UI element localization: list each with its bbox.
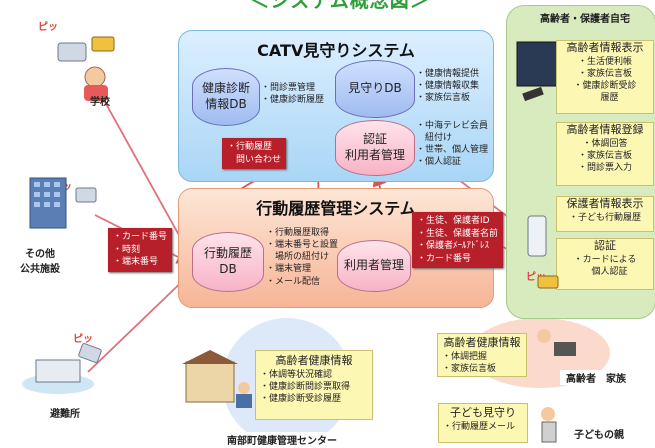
school-beep: ピッ <box>38 22 58 33</box>
ids-redbox: ・生徒、保護者ID ・生徒、保護者名前 ・保護者ﾒｰﾙｱﾄﾞﾚｽ ・カード番号 <box>412 212 504 269</box>
home-card-illustration <box>537 275 559 289</box>
home-card-icon <box>537 275 559 289</box>
laptop-icon <box>554 342 576 356</box>
action-db-notes: ・行動履歴取得 ・端末番号と設置 場所の紐付け ・端末管理 ・メール配信 <box>266 228 339 287</box>
card-icon <box>91 36 115 52</box>
center-building-icon <box>185 361 235 403</box>
family-label: 高齢者 家族 <box>560 370 632 385</box>
center-roof <box>182 350 238 364</box>
public-label: その他 公共施設 <box>20 249 60 275</box>
parent-icon <box>541 407 555 421</box>
action-db-cylinder: 行動履歴 DB <box>192 232 264 292</box>
family-laptop-illustration <box>537 329 576 356</box>
school-label: 学校 <box>90 97 110 108</box>
auth-cylinder: 認証 利用者管理 <box>335 120 415 176</box>
query-redbox: ・行動履歴 問い合わせ <box>222 138 287 170</box>
card-redbox: ・カード番号 ・時刻 ・端末番号 <box>108 228 173 272</box>
card-terminal-illustration <box>527 215 547 257</box>
reader-icon <box>75 187 97 203</box>
health-db-line1: 健康診断 <box>201 81 250 96</box>
family-info-box: 高齢者健康情報 ・体調把握 ・家族伝言板 <box>437 333 527 377</box>
mimamori-db-cylinder: 見守りDB <box>335 60 415 118</box>
shelter-reader-icon <box>78 343 102 363</box>
shelter-beep: ピッ <box>73 334 93 345</box>
auth-notes: ・中海テレビ会員 紐付け ・世帯、個人管理 ・個人認証 <box>416 121 489 168</box>
home-title: 高齢者・保護者自宅 <box>540 14 630 25</box>
elderly-register-box: 高齢者情報登録 ・体調回答 ・家族伝言板 ・問診票入力 <box>556 122 654 186</box>
home-beep: ピッ <box>526 272 546 283</box>
shelter-label: 避難所 <box>50 409 80 420</box>
user-mgmt-cylinder: 利用者管理 <box>337 240 411 292</box>
child-icon <box>84 66 106 88</box>
phone-icon <box>541 421 557 443</box>
diagram-title: ＜システム概念図＞ <box>250 0 430 12</box>
parent-phone-illustration <box>541 407 557 443</box>
family-member-icon <box>537 329 551 343</box>
tv-illustration <box>516 41 558 102</box>
shelter-illustration <box>22 343 102 394</box>
shelter-building-icon <box>35 359 81 383</box>
parent-label: 子どもの親 <box>566 426 632 441</box>
action-title: 行動履歴管理システム <box>256 199 416 218</box>
health-db-notes: ・問診票管理 ・健康診断履歴 <box>261 83 325 106</box>
guardian-display-box: 保護者情報表示 ・子ども行動履歴 <box>556 196 654 232</box>
child-body-icon <box>84 85 108 101</box>
mimamori-notes: ・健康情報提供 ・健康情報収集 ・家族伝言板 <box>416 69 480 104</box>
center-label: 南部町健康管理センター <box>218 432 346 447</box>
health-db-line2: 情報DB <box>205 97 247 111</box>
health-center-illustration <box>182 350 252 408</box>
card-reader-icon <box>57 42 87 62</box>
catv-title: CATV見守りシステム <box>257 41 415 60</box>
public-building-illustration <box>29 177 97 229</box>
remote-icon <box>522 86 544 102</box>
arrow-shelter <box>87 269 195 373</box>
school-illustration <box>57 36 115 101</box>
center-info-box: 高齢者健康情報 ・体調等状況確認 ・健康診断問診票取得 ・健康診断受診履歴 <box>255 350 373 420</box>
elderly-display-box: 高齢者情報表示 ・生活便利帳 ・家族伝言板 ・健康診断受診 履歴 <box>556 40 654 114</box>
arrow-school <box>89 74 192 259</box>
home-auth-box: 認証 ・カードによる 個人認証 <box>556 238 654 290</box>
health-db-cylinder: 健康診断 情報DB <box>192 68 260 126</box>
tv-icon <box>516 41 558 87</box>
parent-info-box: 子ども見守り ・行動履歴メール <box>438 403 528 443</box>
staff-icon <box>238 382 250 394</box>
terminal-icon <box>527 215 547 257</box>
